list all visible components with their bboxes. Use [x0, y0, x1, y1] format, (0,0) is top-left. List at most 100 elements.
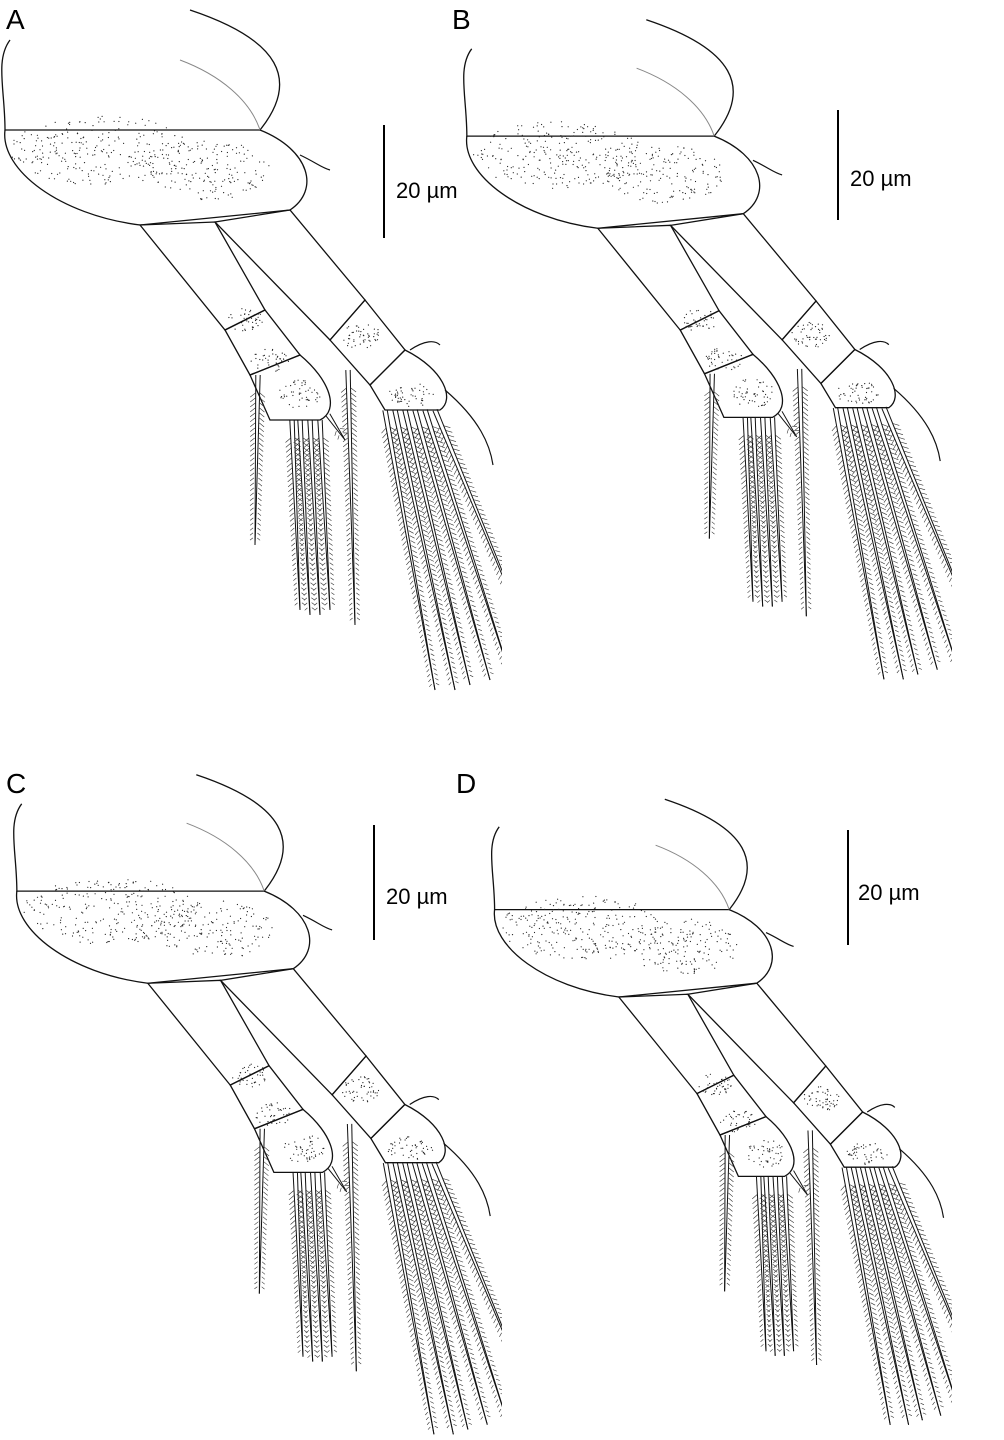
panel-label-b: B — [452, 4, 471, 35]
exopod-terminal-seta — [852, 407, 923, 675]
exopod-terminal-seta — [831, 407, 889, 680]
stipple-dots — [250, 348, 289, 372]
exopod-spine — [899, 1148, 945, 1218]
exopod-terminal-seta — [381, 1162, 439, 1435]
endopod-terminal-seta — [288, 1172, 308, 1357]
endopod-segment-3 — [249, 354, 331, 421]
coxa-outline — [490, 798, 748, 911]
scale-label-d: 20 µm — [858, 880, 920, 905]
exopod-terminal-seta — [871, 406, 952, 662]
endopod-terminal-seta — [313, 419, 335, 611]
exopod-terminal-seta — [412, 409, 494, 681]
outer-spine — [765, 932, 794, 947]
endopod-terminal-seta — [303, 419, 325, 616]
stipple-dots — [11, 115, 190, 185]
exopod-terminal-seta — [431, 1161, 502, 1342]
exopod-segment-1 — [219, 967, 367, 1096]
coxa-inner-line — [636, 67, 715, 137]
scale-label-a: 20 µm — [396, 178, 458, 203]
endopod-segment-1 — [146, 979, 270, 1086]
stipple-dots — [846, 1143, 888, 1165]
exopod-spine — [444, 389, 494, 466]
exopod-spine — [409, 341, 441, 351]
coxa-outline — [1, 9, 281, 131]
exopod-terminal-seta — [421, 1161, 502, 1417]
endopod-lateral-seta — [803, 1130, 822, 1366]
stipple-dots — [803, 1086, 840, 1111]
stipple-dots — [733, 379, 773, 407]
stipple-dots — [343, 324, 379, 349]
panel-a: A 20 µm — [0, 0, 502, 720]
stipple-dots — [473, 121, 639, 189]
endopod-segment-2 — [229, 1064, 305, 1130]
coxa-inner-line — [655, 844, 730, 910]
scale-label-c: 20 µm — [386, 884, 448, 909]
endopod-terminal-seta — [765, 417, 788, 602]
endopod-segment-2 — [224, 309, 302, 376]
outer-spine — [752, 159, 783, 176]
exopod-segment-3 — [369, 349, 448, 411]
endopod-segment-2 — [696, 1074, 768, 1136]
exopod-terminal-seta — [432, 408, 502, 585]
stipple-dots — [683, 309, 715, 331]
stipple-dots — [720, 1110, 756, 1133]
appendage-drawing-d — [490, 798, 952, 1425]
endopod-terminal-seta — [752, 1176, 772, 1352]
endopod-terminal-seta — [325, 413, 348, 441]
exopod-segment-2 — [329, 298, 406, 386]
endopod-seta — [719, 1134, 735, 1292]
coxa-outline — [13, 774, 284, 892]
exopod-segment-3 — [829, 1111, 902, 1168]
panel-label-d: D — [456, 768, 477, 799]
exopod-terminal-seta — [869, 1166, 944, 1416]
stipple-dots — [23, 879, 195, 944]
appendage-drawing-c — [13, 774, 502, 1435]
coxa-inner-line — [186, 822, 265, 892]
panel-label-a: A — [6, 4, 25, 35]
endopod-terminal-seta — [789, 1170, 809, 1196]
exopod-terminal-seta — [878, 1166, 952, 1403]
exopod-segment-3 — [820, 348, 896, 409]
appendage-drawing-a — [1, 9, 502, 691]
coxa-inner-line — [179, 59, 261, 131]
exopod-segment-1 — [669, 212, 817, 341]
panel-d: D 20 µm — [450, 720, 952, 1440]
stipple-dots — [698, 1073, 732, 1096]
exopod-spine — [893, 387, 941, 462]
exopod-spine — [866, 1103, 896, 1113]
stipple-dots — [150, 140, 270, 201]
endopod-terminal-seta — [296, 1172, 318, 1362]
endopod-lateral-seta — [792, 368, 812, 617]
endopod-seta — [249, 374, 266, 546]
basis-outline — [16, 890, 311, 984]
stipple-dots — [342, 1076, 380, 1103]
endopod-segment-1 — [617, 993, 735, 1095]
scale-label-b: 20 µm — [850, 166, 912, 191]
stipple-dots — [279, 379, 321, 408]
endopod-lateral-seta — [340, 369, 361, 626]
endopod-terminal-seta — [777, 1176, 799, 1352]
exopod-segment-3 — [370, 1103, 446, 1164]
endopod-terminal-seta — [738, 417, 758, 602]
panel-b: B 20 µm — [450, 0, 952, 720]
exopod-terminal-seta — [411, 1161, 491, 1425]
exopod-terminal-seta — [861, 406, 941, 670]
exopod-spine — [409, 1095, 440, 1105]
exopod-terminal-seta — [850, 1166, 913, 1425]
stipple-dots — [607, 146, 722, 204]
exopod-terminal-seta — [842, 407, 907, 680]
exopod-spine — [859, 340, 890, 350]
exopod-segment-2 — [781, 299, 856, 385]
endopod-terminal-seta — [306, 1172, 328, 1362]
exopod-terminal-seta — [392, 1162, 457, 1435]
endopod-lateral-seta — [342, 1123, 362, 1372]
endopod-segment-3 — [253, 1108, 333, 1174]
exopod-terminal-seta — [402, 1162, 473, 1430]
exopod-terminal-seta — [840, 1166, 895, 1425]
stipple-dots — [791, 321, 830, 348]
stipple-dots — [389, 383, 434, 407]
exopod-terminal-seta — [859, 1166, 927, 1421]
panel-c: C 20 µm — [0, 720, 502, 1440]
stipple-dots — [232, 1063, 266, 1088]
exopod-terminal-seta — [381, 409, 440, 691]
